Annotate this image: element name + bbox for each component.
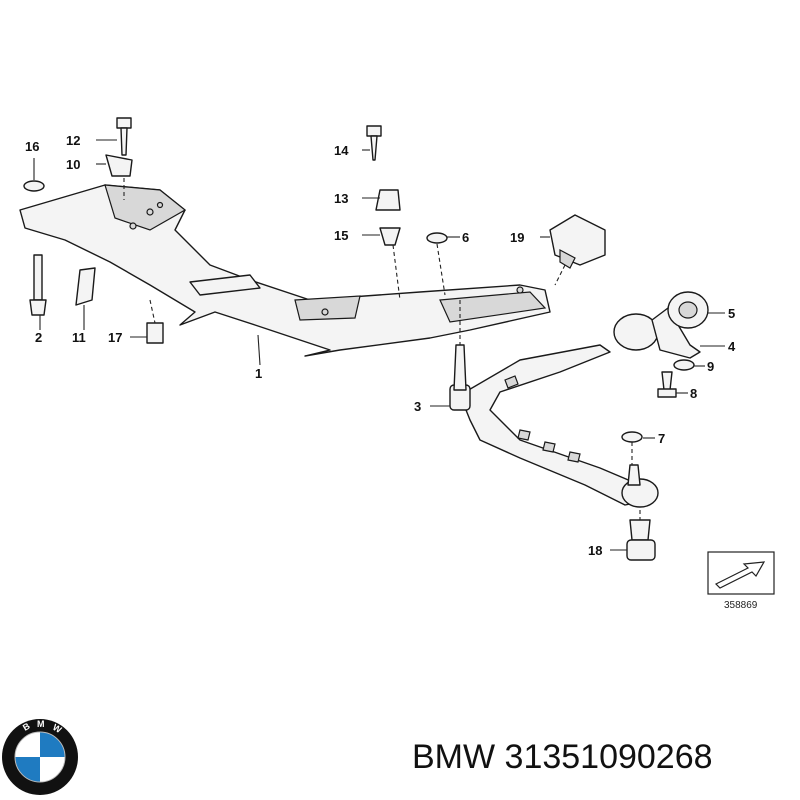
svg-text:B: B [21,721,32,733]
callout-3: 3 [414,399,421,414]
control-arm [449,344,659,508]
callout-10: 10 [66,157,80,172]
callout-8: 8 [690,386,697,401]
callout-16: 16 [25,139,39,154]
callout-13: 13 [334,191,348,206]
callout-4: 4 [728,339,736,354]
callout-6: 6 [462,230,469,245]
bushing-bracket [613,307,701,359]
nut-7 [621,431,643,443]
orientation-arrow-box [707,551,775,595]
bolt-8 [657,371,677,398]
washer-9 [673,359,695,371]
rubber-mount-18 [626,519,656,561]
svg-text:M: M [37,719,45,729]
callout-14: 14 [334,143,349,158]
part-number-caption: BMW 31351090268 [412,738,713,776]
callout-2: 2 [35,330,42,345]
screw-14 [366,125,382,161]
sleeve-17 [146,322,164,344]
rubber-bushing [667,291,709,329]
callout-11: 11 [72,330,86,345]
engine-mount [549,214,606,269]
callout-5: 5 [728,306,735,321]
bracket-10 [105,154,133,177]
callout-12: 12 [66,133,80,148]
stud-2 [29,254,47,316]
callout-18: 18 [588,543,602,558]
nut-16 [23,180,45,192]
bolt-12 [116,117,132,156]
front-axle-subframe [19,184,551,357]
callout-1: 1 [255,366,262,381]
clip-11 [75,267,96,306]
callout-17: 17 [108,330,122,345]
washer-6 [426,232,448,244]
clip-13 [375,189,401,211]
callout-9: 9 [707,359,714,374]
callout-19: 19 [510,230,524,245]
callout-7: 7 [658,431,665,446]
diagram-reference-number: 358869 [724,600,758,611]
callout-15: 15 [334,228,348,243]
plug-15 [379,227,401,246]
bmw-logo: B M W [2,719,78,795]
